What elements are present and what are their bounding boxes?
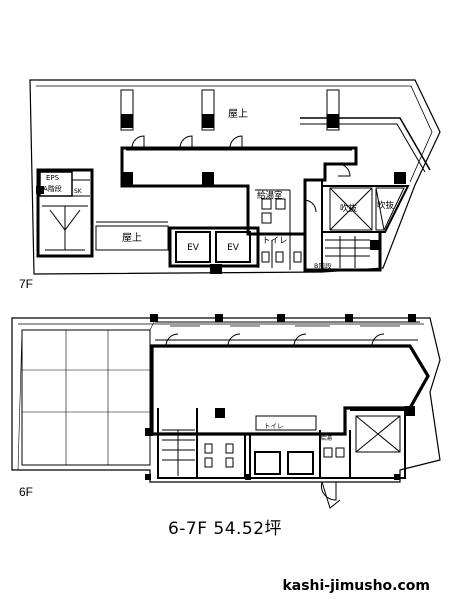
labels-7f: 屋上 屋上 給湯室 トイレ 吹抜 吹抜 EPS A階段 SK EV EV B階段	[43, 108, 395, 270]
floor-plan-7f	[29, 79, 441, 275]
columns-7f	[36, 89, 406, 274]
floor-plan-6f	[11, 317, 441, 509]
label-sk: SK	[74, 188, 83, 195]
label-kitchen: 給湯室	[257, 190, 283, 201]
label-stair-a: A階段	[43, 184, 62, 193]
label-rooftop-upper: 屋上	[228, 108, 248, 120]
indoor-room-6f	[150, 344, 430, 436]
label-void-right: 吹抜	[377, 200, 395, 211]
label-toilet-7f: トイレ	[262, 236, 288, 246]
rooftop-outline-7f	[29, 79, 441, 275]
label-elevator-1: EV	[187, 243, 200, 253]
label-rooftop-lower: 屋上	[122, 232, 142, 244]
label-void-left: 吹抜	[340, 203, 358, 214]
site-watermark: kashi-jimusho.com	[282, 578, 430, 594]
floor-label-7f: 7F	[19, 277, 34, 291]
area-caption: 6-7F 54.52坪	[167, 519, 283, 539]
label-eps: EPS	[46, 174, 60, 182]
label-elevator-2: EV	[227, 243, 240, 253]
building-outline-6f	[11, 317, 441, 483]
columns-6f	[145, 314, 416, 480]
label-hot-water-6f: 給湯	[320, 434, 332, 442]
label-toilet-6f: トイレ	[264, 422, 284, 430]
labels-6f: トイレ 給湯	[264, 422, 332, 442]
label-stair-b: B階段	[314, 261, 332, 270]
indoor-room-7f	[120, 146, 358, 236]
floor-label-6f: 6F	[19, 485, 34, 499]
